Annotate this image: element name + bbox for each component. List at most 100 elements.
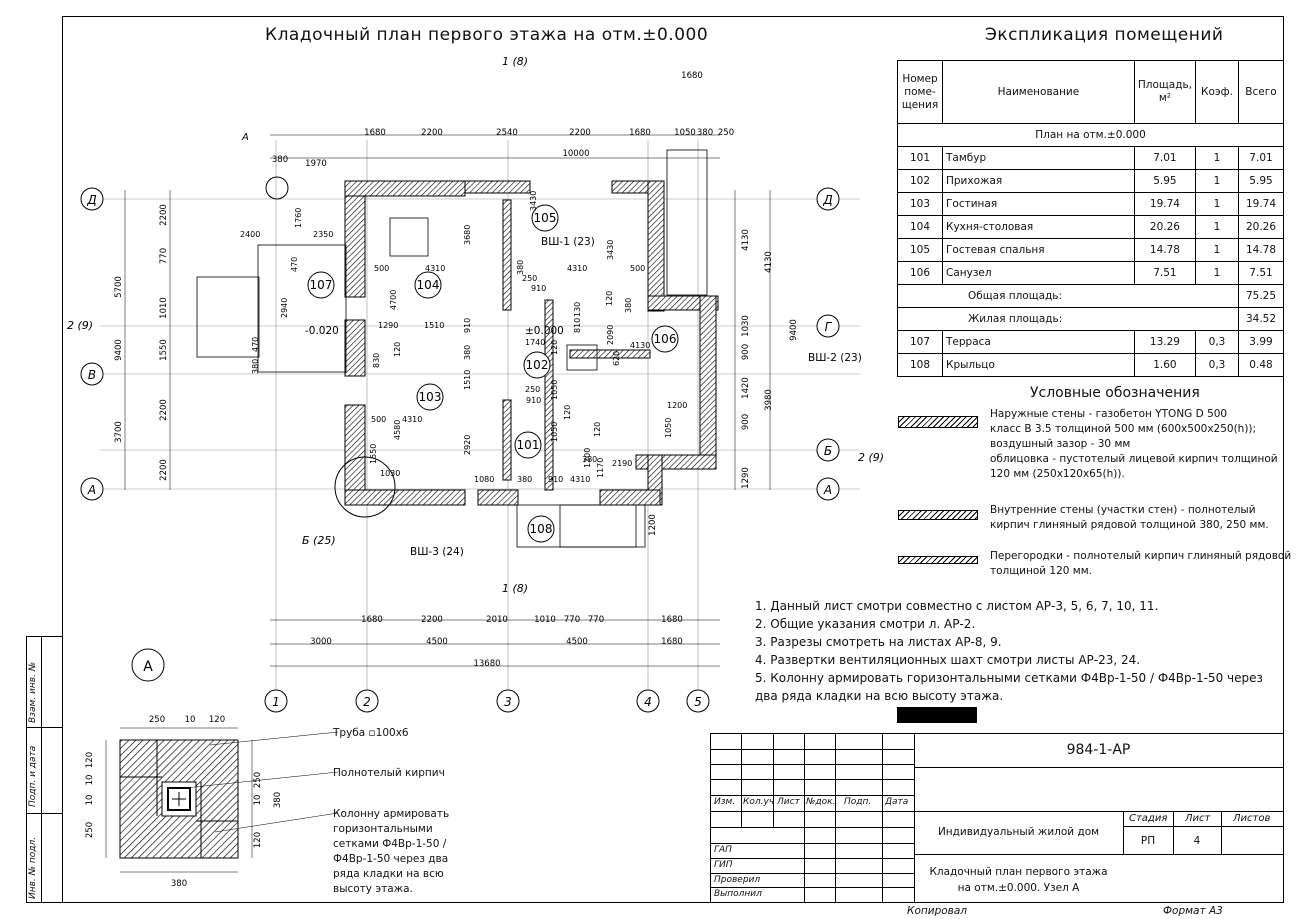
node-dim-right-2: 10 — [253, 795, 263, 806]
note-5: 5. Колонну армировать горизонтальными се… — [755, 671, 1263, 685]
dim-inner-13: 4700 — [389, 290, 398, 310]
dim-inner-44: 1080 — [474, 475, 494, 484]
row-total: 14.78 — [1238, 238, 1284, 262]
footer-format: Формат А3 — [1163, 905, 1223, 917]
dim-inner-27: 830 — [372, 353, 381, 368]
dim-inner-45: 380 — [517, 475, 532, 484]
row-total: 19.74 — [1238, 192, 1284, 216]
dim-inner-18: 910 — [463, 318, 472, 333]
dim-left-5: 1550 — [159, 339, 169, 361]
plan-title: Кладочный план первого этажа на отм.±0.0… — [265, 25, 709, 45]
legend-title: Условные обозначения — [1030, 385, 1200, 401]
axis-number-1: 1 — [264, 689, 288, 713]
stamp-stage: РП — [1140, 835, 1156, 847]
dim-inner-21: 1740 — [525, 338, 545, 347]
dim-right-7: 1290 — [741, 467, 751, 489]
dim-inner-9: 500 — [630, 264, 645, 273]
legend-item-exterior: Наружные стены - газобетон YTONG D 500 к… — [990, 408, 1278, 480]
dim-top-extra-2: 380 — [272, 155, 288, 165]
shaft-1-label: ВШ-1 (23) — [541, 236, 595, 248]
row-area: 1.60 — [1133, 353, 1197, 377]
dim-right-8: 9400 — [789, 319, 799, 341]
col-header-area: Площадь, м² — [1133, 60, 1197, 124]
dim-inner-4: 3680 — [463, 225, 472, 245]
axis-letter-a-label: А — [87, 483, 96, 497]
axis-number-5: 5 — [686, 689, 710, 713]
dim-inner-52: 910 — [548, 475, 563, 484]
dim-inner-54: 620 — [612, 351, 621, 366]
stamp-col-podp: Подп. — [844, 797, 872, 807]
dim-inner-8: 4310 — [567, 264, 587, 273]
dim-right-6: 900 — [741, 414, 751, 430]
legend-hatch-partition — [898, 556, 978, 564]
axis-letter-d-label: Д — [86, 193, 96, 207]
dim-inner-5: 3430 — [606, 240, 615, 260]
node-a-marker-label: А — [143, 659, 153, 675]
dim-inner-17: 1510 — [424, 321, 444, 330]
axis-letter-d-right-label: Д — [822, 193, 832, 207]
dim-inner-40: 120 — [593, 422, 602, 437]
room-104-label: 104 — [417, 278, 440, 292]
row-coef: 0,3 — [1195, 353, 1239, 377]
shaft-3-label: ВШ-3 (24) — [410, 546, 464, 558]
explication-title: Экспликация помещений — [985, 25, 1224, 45]
dim-right-5: 1420 — [741, 377, 751, 399]
dim-right-4: 900 — [741, 344, 751, 360]
dim-bottom-2-1: 3000 — [310, 637, 332, 647]
side-label-orig-inv: Инв. № подл. — [28, 836, 38, 899]
dim-right-3: 1030 — [741, 315, 751, 337]
legend-hatch-exterior — [898, 416, 978, 428]
room-102-label: 102 — [526, 358, 549, 372]
dim-top-total: 10000 — [562, 149, 589, 159]
stamp-sheet-title-2: на отм.±0.000. Узел А — [957, 882, 1080, 894]
row-area: 7.01 — [1133, 146, 1197, 170]
dim-inner-46: 2190 — [612, 459, 632, 468]
stamp-sheet: 4 — [1193, 835, 1201, 847]
dim-right-10: 1200 — [648, 514, 658, 536]
living-area-value: 34.52 — [1238, 307, 1284, 331]
dim-inner-31: 380 — [251, 359, 260, 374]
row-num: 104 — [897, 215, 943, 239]
note-5-cont: два ряда кладки на всю высоту этажа. — [755, 689, 1004, 703]
dim-inner-22: 120 — [605, 291, 614, 306]
dim-left-2: 5700 — [114, 276, 124, 298]
dim-left-6: 2200 — [159, 399, 169, 421]
dim-inner-41: 1050 — [550, 422, 559, 442]
dim-inner-23: 810 — [573, 318, 582, 333]
section-mark-node-b: Б (25) — [302, 534, 336, 547]
room-markers: 105 107 104 106 102 103 101 108 — [307, 204, 679, 543]
dim-inner-55: 380 — [624, 298, 633, 313]
node-dim-left-1: 120 — [85, 752, 95, 768]
stamp-role-gap: ГАП — [714, 845, 732, 855]
room-105-label: 105 — [534, 211, 557, 225]
dim-top-6: 1050 — [674, 128, 696, 138]
axis-number-4: 4 — [636, 689, 660, 713]
dim-bottom-1-2: 2200 — [421, 615, 443, 625]
dims-right-col: 4130 4130 1030 900 1420 900 1290 9400 39… — [648, 229, 799, 536]
dim-inner-43: 1050 — [664, 418, 673, 438]
row-area: 13.29 — [1133, 330, 1197, 354]
note-2: 2. Общие указания смотри л. АР-2. — [755, 617, 976, 631]
stamp-col-doc: №док. — [806, 797, 836, 807]
section-mark-left: 2 (9) — [67, 319, 93, 332]
row-coef: 0,3 — [1195, 330, 1239, 354]
stamp-col-list: Лист — [777, 797, 800, 807]
axis-number-3: 3 — [496, 689, 520, 713]
section-marks: 1 (8) 1 (8) 2 (9) 2 (9) Б (25) А — [67, 55, 884, 595]
dim-inner-38: 500 — [371, 415, 386, 424]
row-num: 105 — [897, 238, 943, 262]
floor-plan-drawing: Д Д Г В Б А А 1 2 3 4 5 105 107 104 106 … — [67, 55, 884, 713]
dim-top-4: 2200 — [569, 128, 591, 138]
dim-inner-39: 2920 — [463, 435, 472, 455]
dims-bottom-rows: 1680 2200 2010 1010 770 770 1680 3000 45… — [310, 615, 683, 669]
stamp-sheet-title-1: Кладочный план первого этажа — [929, 866, 1108, 878]
stamp-stage-label: Стадия — [1129, 813, 1168, 824]
row-num: 108 — [897, 353, 943, 377]
shaft-2-label: ВШ-2 (23) — [808, 352, 862, 364]
row-area: 14.78 — [1133, 238, 1197, 262]
row-name: Крыльцо — [942, 353, 1135, 377]
row-area: 19.74 — [1133, 192, 1197, 216]
axis-letter-b: Б — [816, 438, 840, 462]
